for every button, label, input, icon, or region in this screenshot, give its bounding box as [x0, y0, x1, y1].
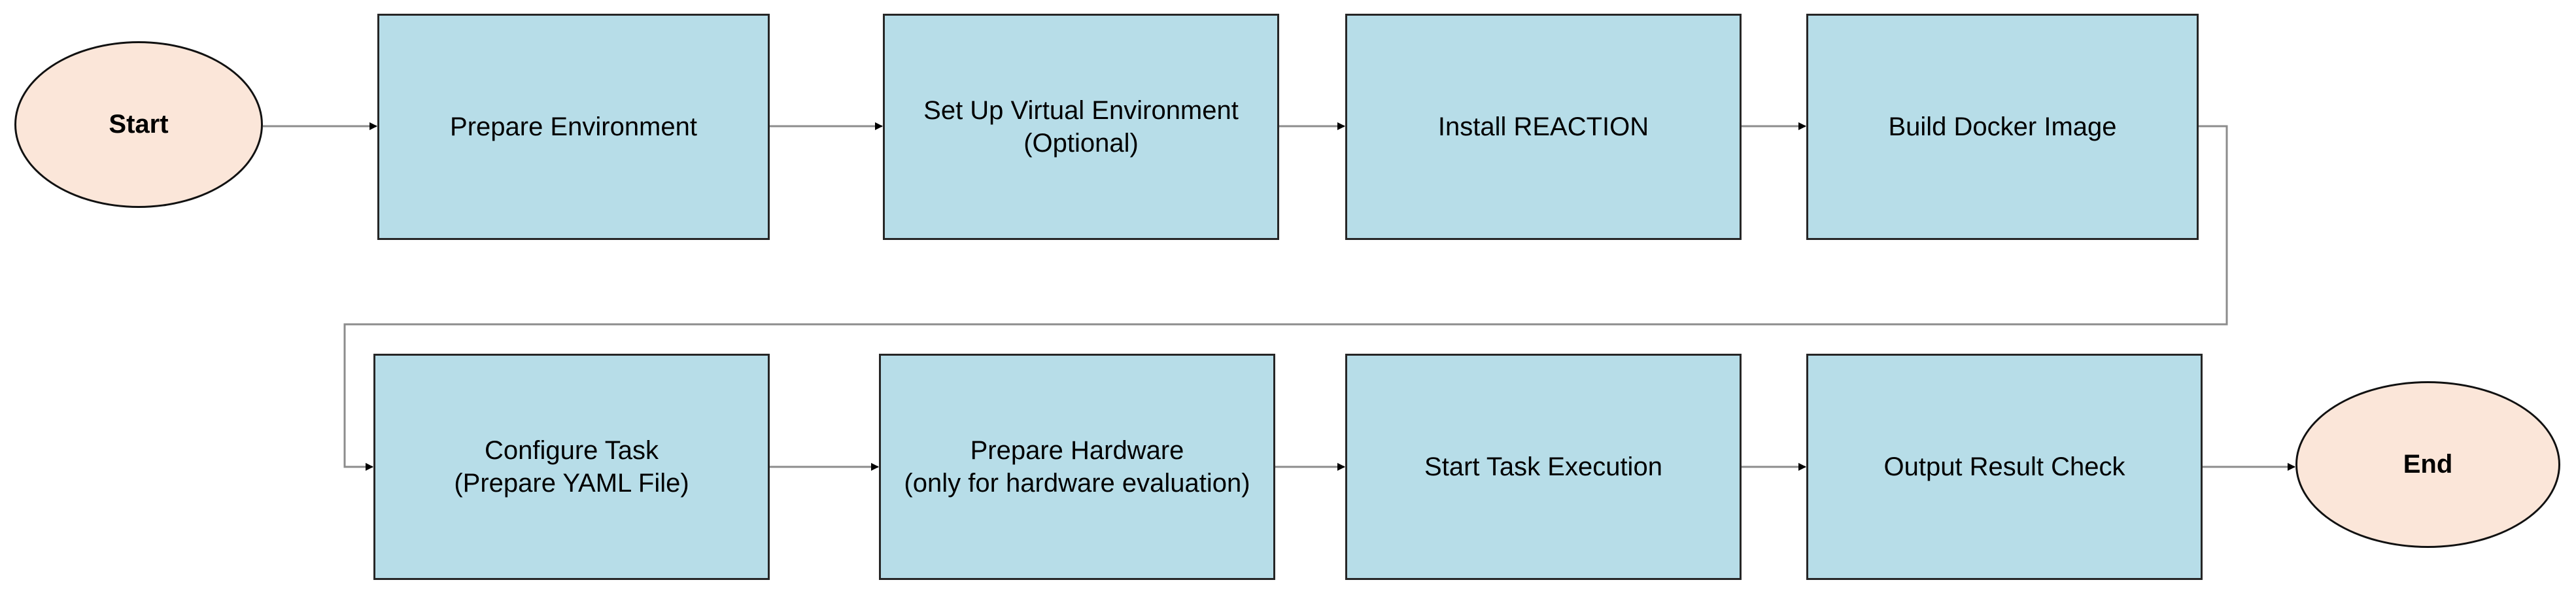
step-label: Start Task Execution — [1424, 452, 1662, 481]
start-label: Start — [109, 110, 169, 139]
step-start-task-execution: Start Task Execution — [1345, 354, 1742, 580]
start-terminal: Start — [14, 41, 263, 208]
step-sublabel: (Prepare YAML File) — [454, 469, 689, 498]
step-label: Set Up Virtual Environment — [923, 96, 1239, 125]
connector-build-docker-to-configure-task — [343, 125, 2228, 471]
step-label: Prepare Hardware — [970, 436, 1184, 465]
step-label: Configure Task — [484, 436, 659, 465]
step-set-up-virtual-environment: Set Up Virtual Environment (Optional) — [883, 14, 1279, 240]
step-label: Prepare Environment — [450, 112, 697, 141]
step-install-reaction: Install REACTION — [1345, 14, 1742, 240]
step-label: Build Docker Image — [1888, 112, 2117, 141]
step-label: Install REACTION — [1437, 112, 1649, 141]
step-prepare-hardware: Prepare Hardware (only for hardware eval… — [879, 354, 1275, 580]
step-build-docker-image: Build Docker Image — [1806, 14, 2199, 240]
step-output-result-check: Output Result Check — [1806, 354, 2203, 580]
step-sublabel: (Optional) — [1023, 129, 1139, 158]
step-sublabel: (only for hardware evaluation) — [904, 469, 1250, 498]
end-terminal: End — [2295, 381, 2560, 548]
end-label: End — [2403, 450, 2453, 479]
step-configure-task: Configure Task (Prepare YAML File) — [373, 354, 770, 580]
step-prepare-environment: Prepare Environment — [377, 14, 770, 240]
step-label: Output Result Check — [1883, 452, 2125, 481]
